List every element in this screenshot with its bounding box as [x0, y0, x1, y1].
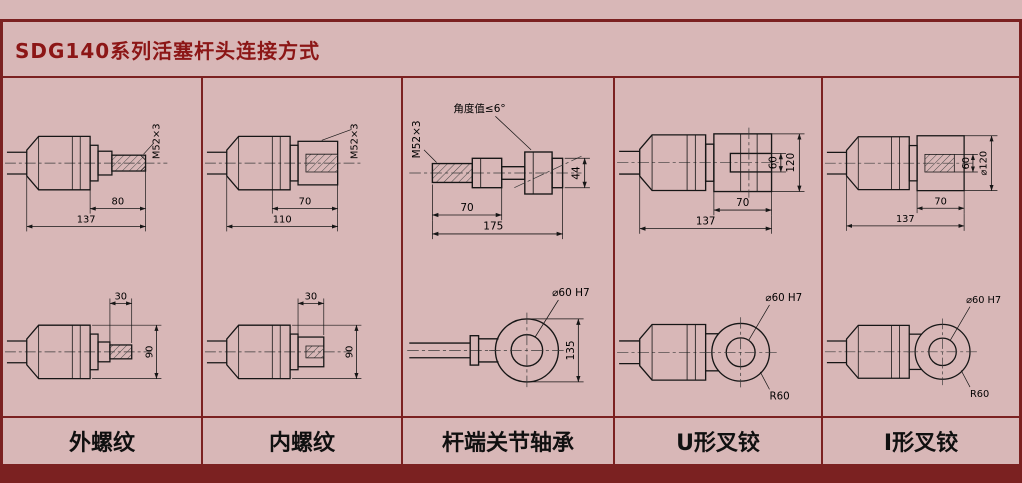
bore-dim-label: ⌀60 H7 — [552, 287, 590, 299]
cell-internal-thread-bottom: 30 90 — [203, 268, 401, 416]
connection-table-panel: SDG140系列活塞杆头连接方式 — [0, 19, 1022, 483]
cell-rod-end-bearing-top: M52×3 角度值≤6° 44 — [403, 78, 613, 268]
bore-dim-label: ⌀60 H7 — [966, 295, 1001, 306]
threaded-shank — [431, 162, 473, 184]
column-i-fork: 60 ⌀120 70 137 — [823, 78, 1019, 464]
column-label-internal-thread: 内螺纹 — [203, 416, 401, 464]
dim-label: 30 — [115, 291, 128, 302]
dim-label: 70 — [299, 197, 312, 208]
column-internal-thread: M52×3 70 110 — [203, 78, 403, 464]
dim-label: ⌀120 — [979, 151, 990, 176]
angle-note-label: 角度值≤6° — [453, 102, 505, 115]
dim-label: 137 — [896, 214, 915, 225]
column-label-u-fork: U形叉铰 — [615, 416, 821, 464]
dim-label: 110 — [273, 214, 292, 225]
fork-block — [713, 133, 773, 193]
thread-spec-label: M52×3 — [349, 123, 360, 159]
cell-u-fork-top: 60 120 70 137 — [615, 78, 821, 268]
radius-dim-label: R60 — [970, 389, 989, 400]
u-fork-front-drawing: ⌀60 H7 R60 — [617, 292, 802, 403]
lug-bore-section — [924, 154, 955, 173]
bore-dim-label: ⌀60 H7 — [765, 292, 802, 304]
u-fork-side-drawing: 60 120 70 137 — [617, 127, 805, 234]
cell-i-fork-top: 60 ⌀120 70 137 — [823, 78, 1019, 268]
dim-label: 137 — [77, 214, 96, 225]
dim-label: 70 — [934, 196, 946, 207]
external-thread-bottom-drawing: 30 90 — [4, 291, 162, 380]
column-u-fork: 60 120 70 137 — [615, 78, 823, 464]
dim-label: 135 — [565, 340, 577, 360]
threaded-stud — [109, 344, 133, 360]
dim-label: 60 — [961, 157, 972, 169]
dim-label: 60 — [768, 156, 780, 169]
rod-end-bearing-side-drawing: M52×3 角度值≤6° 44 — [409, 102, 590, 240]
column-label-rod-end-bearing: 杆端关节轴承 — [403, 416, 613, 464]
dim-label: 30 — [305, 291, 318, 302]
dim-label: 90 — [344, 346, 355, 359]
cell-external-thread-bottom: 30 90 — [3, 268, 201, 416]
dim-label: 175 — [483, 221, 503, 233]
cell-internal-thread-top: M52×3 70 110 — [203, 78, 401, 268]
piston-head-body — [639, 323, 707, 381]
dim-label: 90 — [144, 346, 155, 359]
radius-dim-label: R60 — [770, 391, 790, 403]
dim-label: 70 — [460, 202, 473, 214]
cell-u-fork-bottom: ⌀60 H7 R60 — [615, 268, 821, 416]
rod-end-bearing-front-drawing: ⌀60 H7 135 — [407, 287, 590, 389]
internal-thread-bottom-drawing: 30 90 — [204, 291, 362, 380]
internal-thread-top-drawing: M52×3 70 110 — [204, 123, 362, 232]
external-thread-top-drawing: M52×3 80 137 — [4, 123, 168, 232]
thread-spec-label: M52×3 — [411, 120, 423, 158]
internal-thread-bore — [305, 154, 338, 173]
dim-label: 137 — [696, 216, 716, 228]
thread-spec-label: M52×3 — [151, 123, 162, 159]
internal-thread-bore — [305, 345, 324, 358]
cell-rod-end-bearing-bottom: ⌀60 H7 135 — [403, 268, 613, 416]
column-rod-end-bearing: M52×3 角度值≤6° 44 — [403, 78, 615, 464]
cell-external-thread-top: M52×3 80 137 — [3, 78, 201, 268]
i-fork-side-drawing: 60 ⌀120 70 137 — [824, 135, 998, 231]
dim-label: 80 — [112, 197, 125, 208]
cell-i-fork-bottom: ⌀60 H7 R60 — [823, 268, 1019, 416]
diagram-grid: M52×3 80 137 — [3, 78, 1019, 464]
page-title: SDG140系列活塞杆头连接方式 — [15, 38, 321, 63]
lug-block — [916, 135, 965, 192]
dim-label: 120 — [785, 153, 797, 173]
dim-label: 44 — [570, 166, 582, 180]
bottom-border-bar — [3, 464, 1019, 480]
dim-label: 70 — [736, 197, 749, 209]
column-label-external-thread: 外螺纹 — [3, 416, 201, 464]
column-external-thread: M52×3 80 137 — [3, 78, 203, 464]
piston-head-body — [845, 324, 910, 379]
title-bar: SDG140系列活塞杆头连接方式 — [3, 22, 1019, 78]
i-fork-front-drawing: ⌀60 H7 R60 — [824, 295, 1001, 400]
fork-slot — [729, 152, 772, 173]
column-label-i-fork: I形叉铰 — [823, 416, 1019, 464]
threaded-stud — [111, 154, 147, 172]
